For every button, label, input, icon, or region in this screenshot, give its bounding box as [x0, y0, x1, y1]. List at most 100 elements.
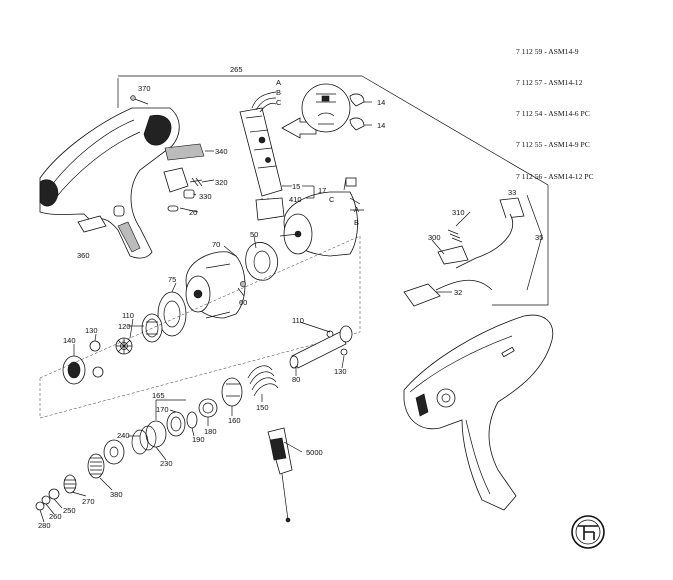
part-110-ring — [326, 330, 334, 338]
label-50: 50 — [250, 230, 258, 239]
part-320-switch — [163, 167, 203, 193]
part-380-sleeve — [87, 453, 105, 479]
part-240-washer — [103, 439, 125, 465]
part-20-pin — [113, 205, 179, 217]
motor-label-c: C — [329, 195, 335, 204]
part-160-hammer — [221, 377, 243, 407]
part-5000-screwdriver — [267, 427, 293, 523]
part-330-pin — [183, 189, 195, 199]
label-110-left: 110 — [122, 311, 134, 320]
part-170-bearing — [166, 411, 186, 437]
label-32: 32 — [454, 288, 462, 297]
part-270-spring — [63, 474, 77, 494]
label-60: 60 — [239, 298, 247, 307]
label-270: 270 — [82, 497, 95, 506]
part-50-ring — [245, 242, 279, 281]
label-110-right: 110 — [292, 316, 304, 325]
part-410-motor — [279, 177, 364, 257]
frame-35-bracket — [526, 194, 543, 291]
label-75: 75 — [168, 275, 176, 284]
label-410: 410 — [289, 195, 302, 204]
part-260-ring — [41, 495, 51, 505]
model-line-1: 7 112 59 - ASM14-9 — [516, 46, 579, 56]
label-20: 20 — [189, 208, 197, 217]
label-130-left: 130 — [85, 326, 98, 335]
label-170: 170 — [156, 405, 169, 414]
label-190: 190 — [192, 435, 205, 444]
part-140-bearing — [62, 355, 86, 385]
part-370-screw — [130, 95, 149, 105]
label-360: 360 — [77, 251, 90, 260]
part-230-spring — [131, 420, 167, 455]
label-150: 150 — [256, 403, 269, 412]
label-120: 120 — [118, 322, 131, 331]
label-160: 160 — [228, 416, 241, 425]
frame-diagonal-line — [361, 75, 549, 306]
model-line-2: 7 112 57 - ASM14-12 — [516, 78, 583, 88]
part-33-bracket — [455, 197, 525, 269]
alignment-lines — [39, 235, 361, 419]
model-line-4: 7 112 55 - ASM14-9 PC — [516, 140, 590, 150]
label-310: 310 — [452, 208, 465, 217]
motor-label-b: B — [354, 218, 359, 227]
part-150-spring — [247, 365, 279, 397]
leader-lines — [39, 101, 471, 523]
fein-logo — [571, 515, 605, 549]
label-300: 300 — [428, 233, 441, 242]
label-330: 330 — [199, 192, 212, 201]
label-5000: 5000 — [306, 448, 323, 457]
part-130-ball — [340, 348, 348, 356]
part-110-star-washer — [115, 337, 133, 355]
part-14-clips — [349, 93, 365, 131]
handle-shell — [403, 314, 554, 511]
part-70-gear-housing — [185, 251, 246, 319]
part-80-shaft — [289, 325, 353, 369]
part-250-ring — [48, 488, 60, 500]
part-310-spring — [447, 229, 463, 243]
part-340-plate — [164, 143, 214, 161]
label-165: 165 — [152, 391, 165, 400]
part-130-washer-b — [92, 366, 104, 378]
part-280-ring — [35, 501, 45, 511]
label-265: 265 — [230, 65, 243, 74]
wire-label-b: B — [276, 88, 281, 97]
wire-label-a: A — [276, 78, 281, 87]
housing-half-part — [39, 107, 180, 259]
part-60-screw — [237, 281, 246, 297]
label-380: 380 — [110, 490, 123, 499]
label-180: 180 — [204, 427, 217, 436]
part-410-circuit-board — [239, 91, 285, 221]
label-280: 280 — [38, 521, 51, 530]
part-300-switch — [437, 245, 469, 265]
label-14-bottom: 14 — [377, 121, 385, 130]
label-140: 140 — [63, 336, 76, 345]
model-list: 7 112 59 - ASM14-9 7 112 57 - ASM14-12 7… — [516, 26, 594, 192]
part-32-cable — [403, 279, 493, 307]
label-240: 240 — [117, 431, 130, 440]
part-130-washer — [89, 340, 101, 352]
label-35: 35 — [535, 233, 543, 242]
label-130-right: 130 — [334, 367, 347, 376]
model-line-5: 7 112 56 - ASM14-12 PC — [516, 171, 594, 181]
part-75-flange — [157, 291, 187, 337]
motor-label-a: A — [354, 205, 359, 214]
label-340: 340 — [215, 147, 228, 156]
detail-circle — [301, 83, 351, 133]
label-70: 70 — [212, 240, 220, 249]
label-17: 17 — [318, 186, 326, 195]
label-250: 250 — [63, 506, 76, 515]
label-33: 33 — [508, 188, 516, 197]
label-80: 80 — [292, 375, 300, 384]
label-320: 320 — [215, 178, 228, 187]
label-14-top: 14 — [377, 98, 385, 107]
label-370: 370 — [138, 84, 151, 93]
label-15: 15 — [292, 182, 300, 191]
label-230: 230 — [160, 459, 173, 468]
part-190-ring — [186, 411, 198, 429]
part-120-bearing — [141, 313, 163, 343]
label-260: 260 — [49, 512, 62, 521]
wire-label-c: C — [276, 98, 282, 107]
model-line-3: 7 112 54 - ASM14-6 PC — [516, 109, 590, 119]
part-180-gear — [198, 398, 218, 418]
